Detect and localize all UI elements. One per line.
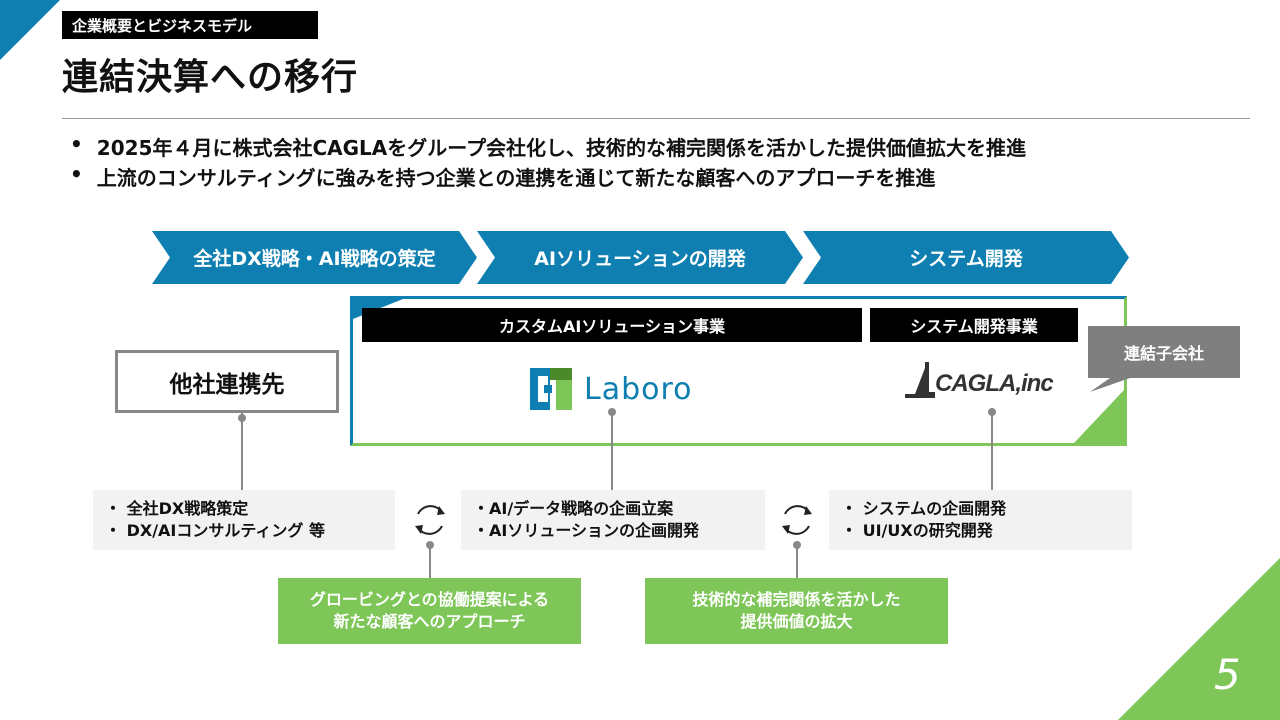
bullet-item: • 上流のコンサルティングに強みを持つ企業との連携を通じて新たな顧客へのアプローチ… xyxy=(70,162,935,191)
stage-ai-development: AIソリューションの開発 xyxy=(477,231,803,284)
partner-box: 他社連携先 xyxy=(115,350,339,413)
cagla-roles: ・ システムの企画開発・ UI/UXの研究開発 xyxy=(829,490,1132,550)
cagla-logo: CAGLA,inc xyxy=(905,362,1054,398)
connector-dot xyxy=(608,408,616,416)
connector-line xyxy=(611,412,613,490)
connector-line xyxy=(241,413,243,490)
synergy-line: 新たな顧客へのアプローチ xyxy=(333,612,526,631)
stage-strategy: 全社DX戦略・AI戦略の策定 xyxy=(152,231,477,284)
bullet-mark: • xyxy=(70,162,83,186)
business-header-ai: カスタムAIソリューション事業 xyxy=(362,308,862,342)
bullet-mark: • xyxy=(70,132,83,156)
page-number: 5 xyxy=(1214,650,1241,699)
role-item: ・ DX/AIコンサルティング 等 xyxy=(105,521,325,540)
cycle-icon xyxy=(415,505,445,535)
subsidiary-callout: 連結子会社 xyxy=(1123,344,1204,363)
connector-dot xyxy=(238,414,246,422)
frame-corner-green xyxy=(1074,390,1124,443)
corner-decoration xyxy=(0,0,60,60)
connector-line xyxy=(991,412,993,490)
laboro-roles: ・AI/データ戦略の企画立案・AIソリューションの企画開発 xyxy=(461,490,765,550)
role-item: ・ システムの企画開発 xyxy=(841,499,1007,518)
laboro-logo-icon xyxy=(530,368,572,410)
page-title: 連結決算への移行 xyxy=(62,57,359,98)
synergy-box-value: 技術的な補完関係を活かした提供価値の拡大 xyxy=(645,578,948,644)
divider xyxy=(62,118,1250,119)
laboro-logo: Laboro xyxy=(530,368,693,410)
bullet-item: • 2025年４月に株式会社CAGLAをグループ会社化し、技術的な補完関係を活かし… xyxy=(70,132,1026,161)
cagla-logo-text: CAGLA,inc xyxy=(935,370,1054,397)
cycle-icon xyxy=(782,505,812,535)
bullet-text: 上流のコンサルティングに強みを持つ企業との連携を通じて新たな顧客へのアプローチを… xyxy=(96,166,936,190)
stage-system-development: システム開発 xyxy=(803,231,1129,284)
business-header-system: システム開発事業 xyxy=(870,308,1078,342)
connector-dot xyxy=(426,541,434,549)
connector-dot xyxy=(793,541,801,549)
connector-line xyxy=(429,545,431,578)
role-item: ・ 全社DX戦略策定 xyxy=(105,499,249,518)
role-item: ・AI/データ戦略の企画立案 xyxy=(473,499,674,518)
connector-line xyxy=(796,545,798,578)
corner-decoration-green xyxy=(1118,558,1280,720)
role-item: ・ UI/UXの研究開発 xyxy=(841,521,993,540)
synergy-line: グロービングとの協働提案による xyxy=(309,590,550,609)
connector-dot xyxy=(988,408,996,416)
section-tag: 企業概要とビジネスモデル xyxy=(62,11,318,39)
bullet-text: 2025年４月に株式会社CAGLAをグループ会社化し、技術的な補完関係を活かした… xyxy=(96,136,1027,160)
laboro-logo-text: Laboro xyxy=(584,371,693,407)
synergy-line: 技術的な補完関係を活かした xyxy=(692,590,901,609)
synergy-box-customers: グロービングとの協働提案による新たな顧客へのアプローチ xyxy=(278,578,581,644)
partner-roles: ・ 全社DX戦略策定・ DX/AIコンサルティング 等 xyxy=(93,490,395,550)
cagla-logo-icon xyxy=(905,362,935,398)
synergy-line: 提供価値の拡大 xyxy=(740,612,853,631)
callout-shape xyxy=(1088,326,1240,392)
role-item: ・AIソリューションの企画開発 xyxy=(473,521,700,540)
